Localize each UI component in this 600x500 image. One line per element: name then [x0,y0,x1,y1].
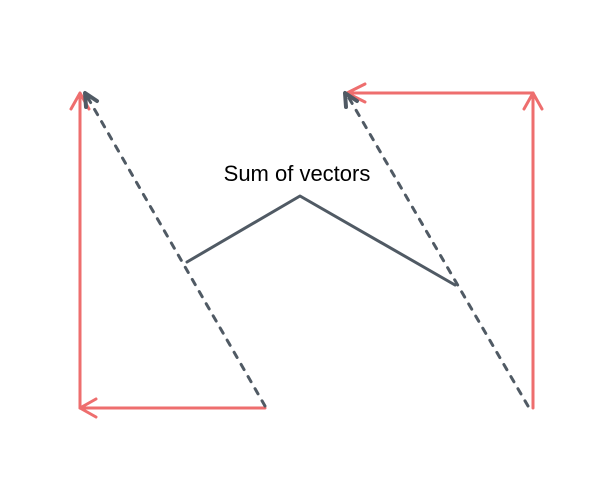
right-resultant-dashed-arrow [347,96,530,408]
right-vector-group [343,82,544,410]
right-horizontal-component-arrow [345,82,535,104]
right-resultant-arrowhead [343,91,359,109]
sum-of-vectors-label: Sum of vectors [223,161,371,186]
left-resultant-arrowhead [83,91,99,109]
right-vertical-component-arrow [522,91,544,410]
left-resultant-dashed-arrow [86,96,267,408]
left-horizontal-component-arrow [78,397,267,419]
left-vector-group [69,91,267,419]
left-vertical-component-arrow [69,91,91,410]
label-connector-line [185,194,457,287]
